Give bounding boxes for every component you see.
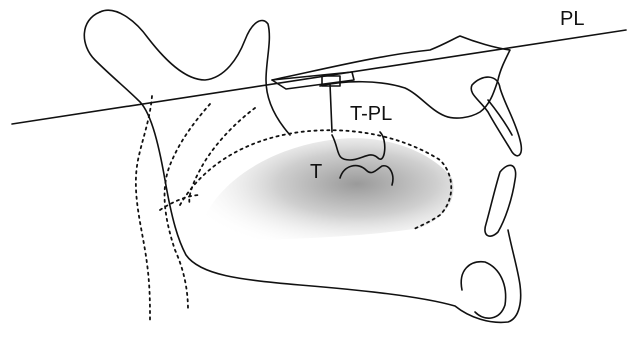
- pharyngeal-wall-posterior: [136, 96, 152, 320]
- pharyngeal-wall-anterior: [165, 104, 210, 310]
- hard-palate: [272, 72, 354, 89]
- tongue-shading: [200, 138, 453, 240]
- lower-incisor: [485, 165, 516, 236]
- palatal-plane-line: [12, 30, 626, 124]
- label-pl: PL: [560, 8, 584, 30]
- label-t: T: [310, 161, 322, 183]
- ramus-front: [100, 10, 290, 135]
- label-t-pl: T-PL: [350, 103, 392, 125]
- chin-symphysis: [461, 262, 505, 318]
- upper-incisor: [471, 77, 521, 156]
- t-pl-perpendicular: [330, 84, 332, 132]
